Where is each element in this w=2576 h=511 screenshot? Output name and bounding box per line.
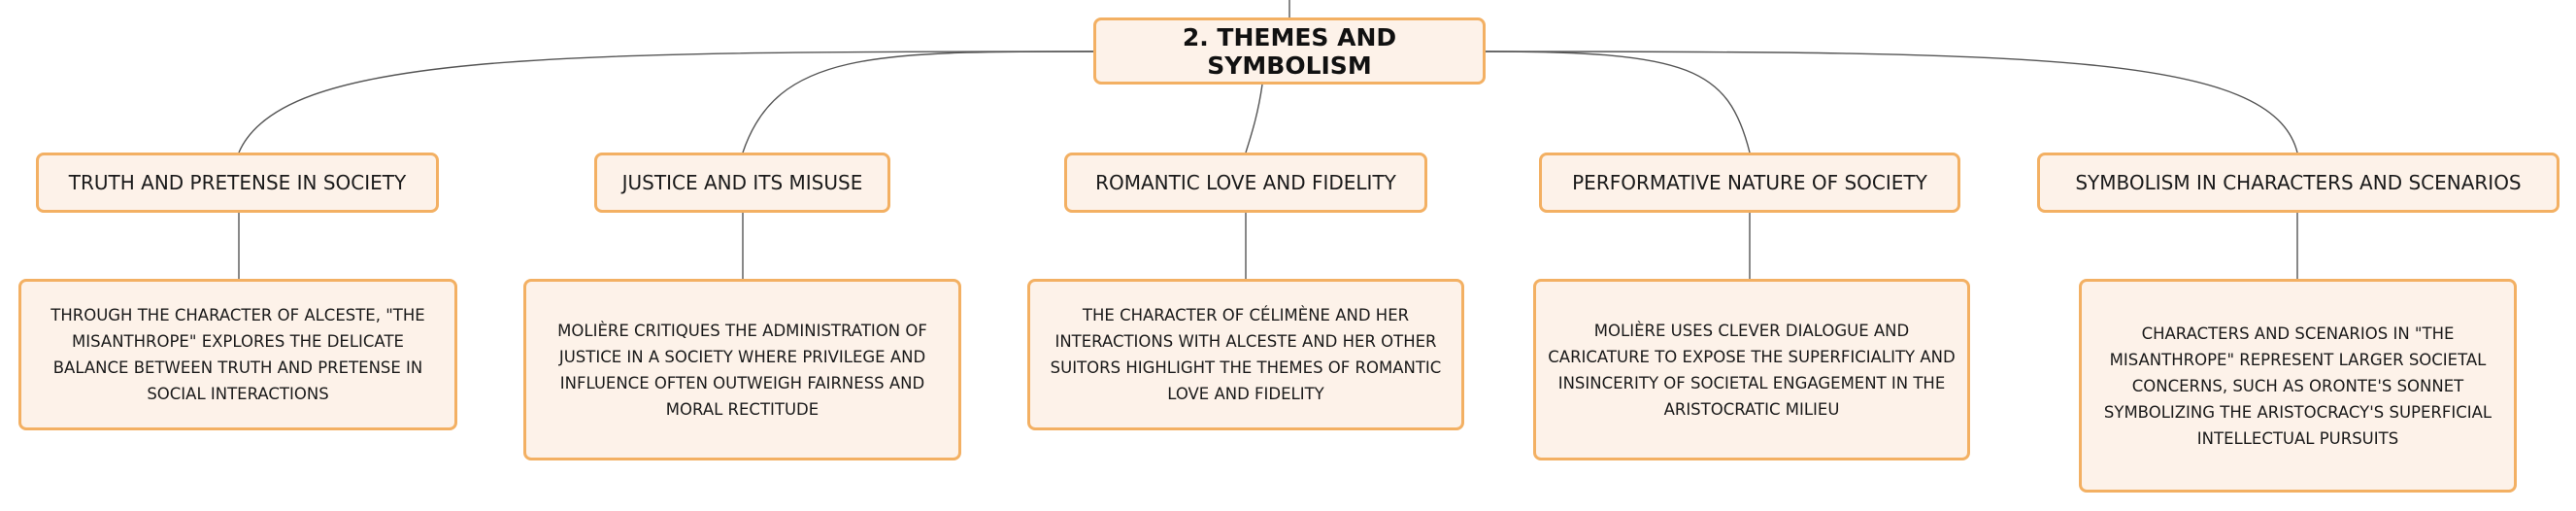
topic-node-symbolism[interactable]: SYMBOLISM IN CHARACTERS AND SCENARIOS [2037, 153, 2559, 213]
description-node-symbolism[interactable]: CHARACTERS AND SCENARIOS IN "THE MISANTH… [2079, 279, 2517, 493]
topic-node-truth-and-pretense[interactable]: TRUTH AND PRETENSE IN SOCIETY [36, 153, 439, 213]
connector-root-topic-3 [1485, 51, 1751, 153]
connector-root-topic-0 [238, 51, 1094, 153]
description-node-romantic-love[interactable]: THE CHARACTER OF CÉLIMÈNE AND HER INTERA… [1027, 279, 1464, 430]
topic-label: SYMBOLISM IN CHARACTERS AND SCENARIOS [2075, 171, 2522, 194]
root-node[interactable]: 2. THEMES AND SYMBOLISM [1093, 17, 1486, 85]
connector-root-topic-4 [1485, 51, 2298, 153]
description-text: THE CHARACTER OF CÉLIMÈNE AND HER INTERA… [1050, 306, 1442, 403]
description-text: THROUGH THE CHARACTER OF ALCESTE, "THE M… [50, 306, 425, 403]
description-node-justice[interactable]: MOLIÈRE CRITIQUES THE ADMINISTRATION OF … [523, 279, 961, 460]
topic-node-romantic-love[interactable]: ROMANTIC LOVE AND FIDELITY [1064, 153, 1427, 213]
description-text: MOLIÈRE CRITIQUES THE ADMINISTRATION OF … [557, 321, 927, 419]
description-text: CHARACTERS AND SCENARIOS IN "THE MISANTH… [2103, 324, 2492, 448]
topic-label: PERFORMATIVE NATURE OF SOCIETY [1572, 171, 1927, 194]
description-node-performative-society[interactable]: MOLIÈRE USES CLEVER DIALOGUE AND CARICAT… [1533, 279, 1970, 460]
connector-root-topic-2 [1245, 84, 1263, 153]
topic-node-performative-society[interactable]: PERFORMATIVE NATURE OF SOCIETY [1539, 153, 1960, 213]
description-node-truth-and-pretense[interactable]: THROUGH THE CHARACTER OF ALCESTE, "THE M… [18, 279, 457, 430]
topic-label: TRUTH AND PRETENSE IN SOCIETY [68, 171, 407, 194]
topic-label: ROMANTIC LOVE AND FIDELITY [1095, 171, 1396, 194]
root-title: 2. THEMES AND SYMBOLISM [1182, 22, 1397, 80]
topic-node-justice[interactable]: JUSTICE AND ITS MISUSE [594, 153, 890, 213]
description-text: MOLIÈRE USES CLEVER DIALOGUE AND CARICAT… [1548, 321, 1956, 419]
connector-root-topic-1 [742, 51, 1094, 153]
topic-label: JUSTICE AND ITS MISUSE [621, 171, 863, 194]
